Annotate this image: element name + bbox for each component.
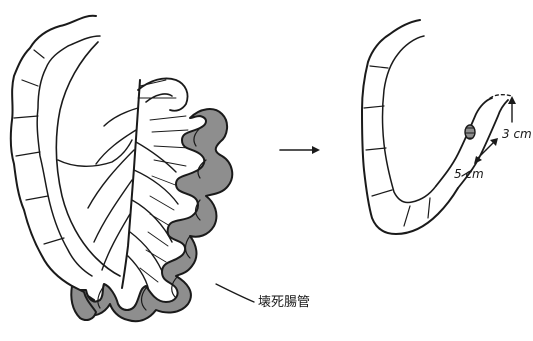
label-leader-line (216, 284, 254, 302)
colon-inner-wall (37, 36, 100, 276)
mesentery-outline (56, 42, 120, 276)
measure-5cm: 5 cm (454, 138, 498, 181)
pre-resection-view: 壊死腸管 (11, 16, 310, 322)
mesentery-fold (58, 140, 132, 166)
measure-5cm-label: 5 cm (454, 167, 484, 181)
necrotic-bowel-label: 壊死腸管 (258, 295, 310, 310)
remnant-folds (364, 66, 430, 226)
remnant-marker (465, 125, 475, 139)
remnant-inner-wall (383, 36, 437, 203)
measure-3cm-label: 3 cm (502, 127, 532, 141)
transition-arrow (280, 146, 320, 154)
mesenteric-artery-trunk (122, 80, 140, 288)
resection-margin-line (490, 95, 512, 98)
post-resection-view: 3 cm 5 cm (362, 20, 532, 234)
